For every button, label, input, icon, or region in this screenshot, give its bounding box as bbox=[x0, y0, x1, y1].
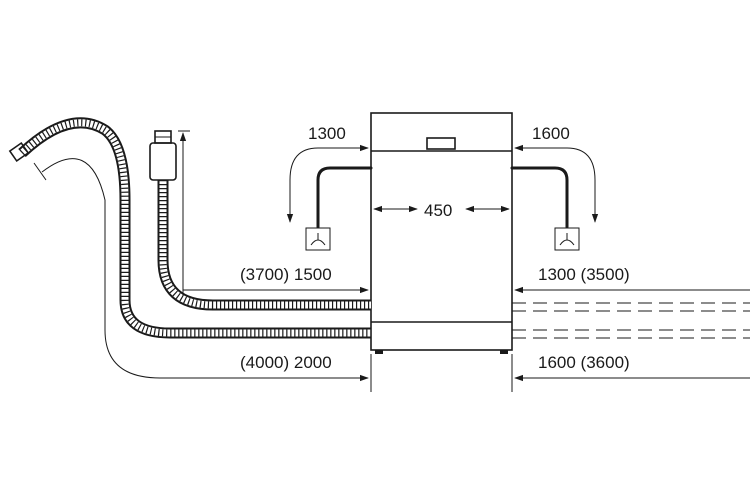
right-hose-dashed-extension bbox=[512, 302, 750, 339]
front-foot-left bbox=[375, 350, 383, 354]
right-water-tap-icon bbox=[554, 227, 580, 251]
aquastop-valve-icon bbox=[149, 130, 177, 181]
control-panel-display bbox=[426, 137, 456, 150]
front-foot-right bbox=[500, 350, 508, 354]
inlet-left-label: 1300 bbox=[308, 124, 346, 143]
hose-upper-left-label: (3700) 1500 bbox=[240, 265, 332, 284]
inlet-left-dimension-arrow bbox=[286, 144, 369, 223]
inlet-right-label: 1600 bbox=[532, 124, 570, 143]
hose-end-fitting-icon bbox=[8, 141, 30, 163]
hose-lower-left-label: (4000) 2000 bbox=[240, 353, 332, 372]
inlet-right-dimension-arrow bbox=[514, 144, 599, 223]
left-water-tap-icon bbox=[305, 227, 331, 251]
corrugated-hose-lower bbox=[18, 117, 371, 339]
width-label: 450 bbox=[424, 201, 452, 220]
corrugated-hose-upper bbox=[157, 180, 371, 311]
hose-upper-left-dimension bbox=[182, 286, 369, 296]
hose-end-tick bbox=[33, 162, 47, 181]
left-water-pipe bbox=[316, 166, 373, 229]
right-water-pipe bbox=[510, 166, 569, 229]
dishwasher-body bbox=[370, 112, 513, 354]
hose-lower-right-label: 1600 (3600) bbox=[538, 353, 630, 372]
hose-upper-right-label: 1300 (3500) bbox=[538, 265, 630, 284]
hose-lower-left-dimension bbox=[41, 158, 369, 382]
